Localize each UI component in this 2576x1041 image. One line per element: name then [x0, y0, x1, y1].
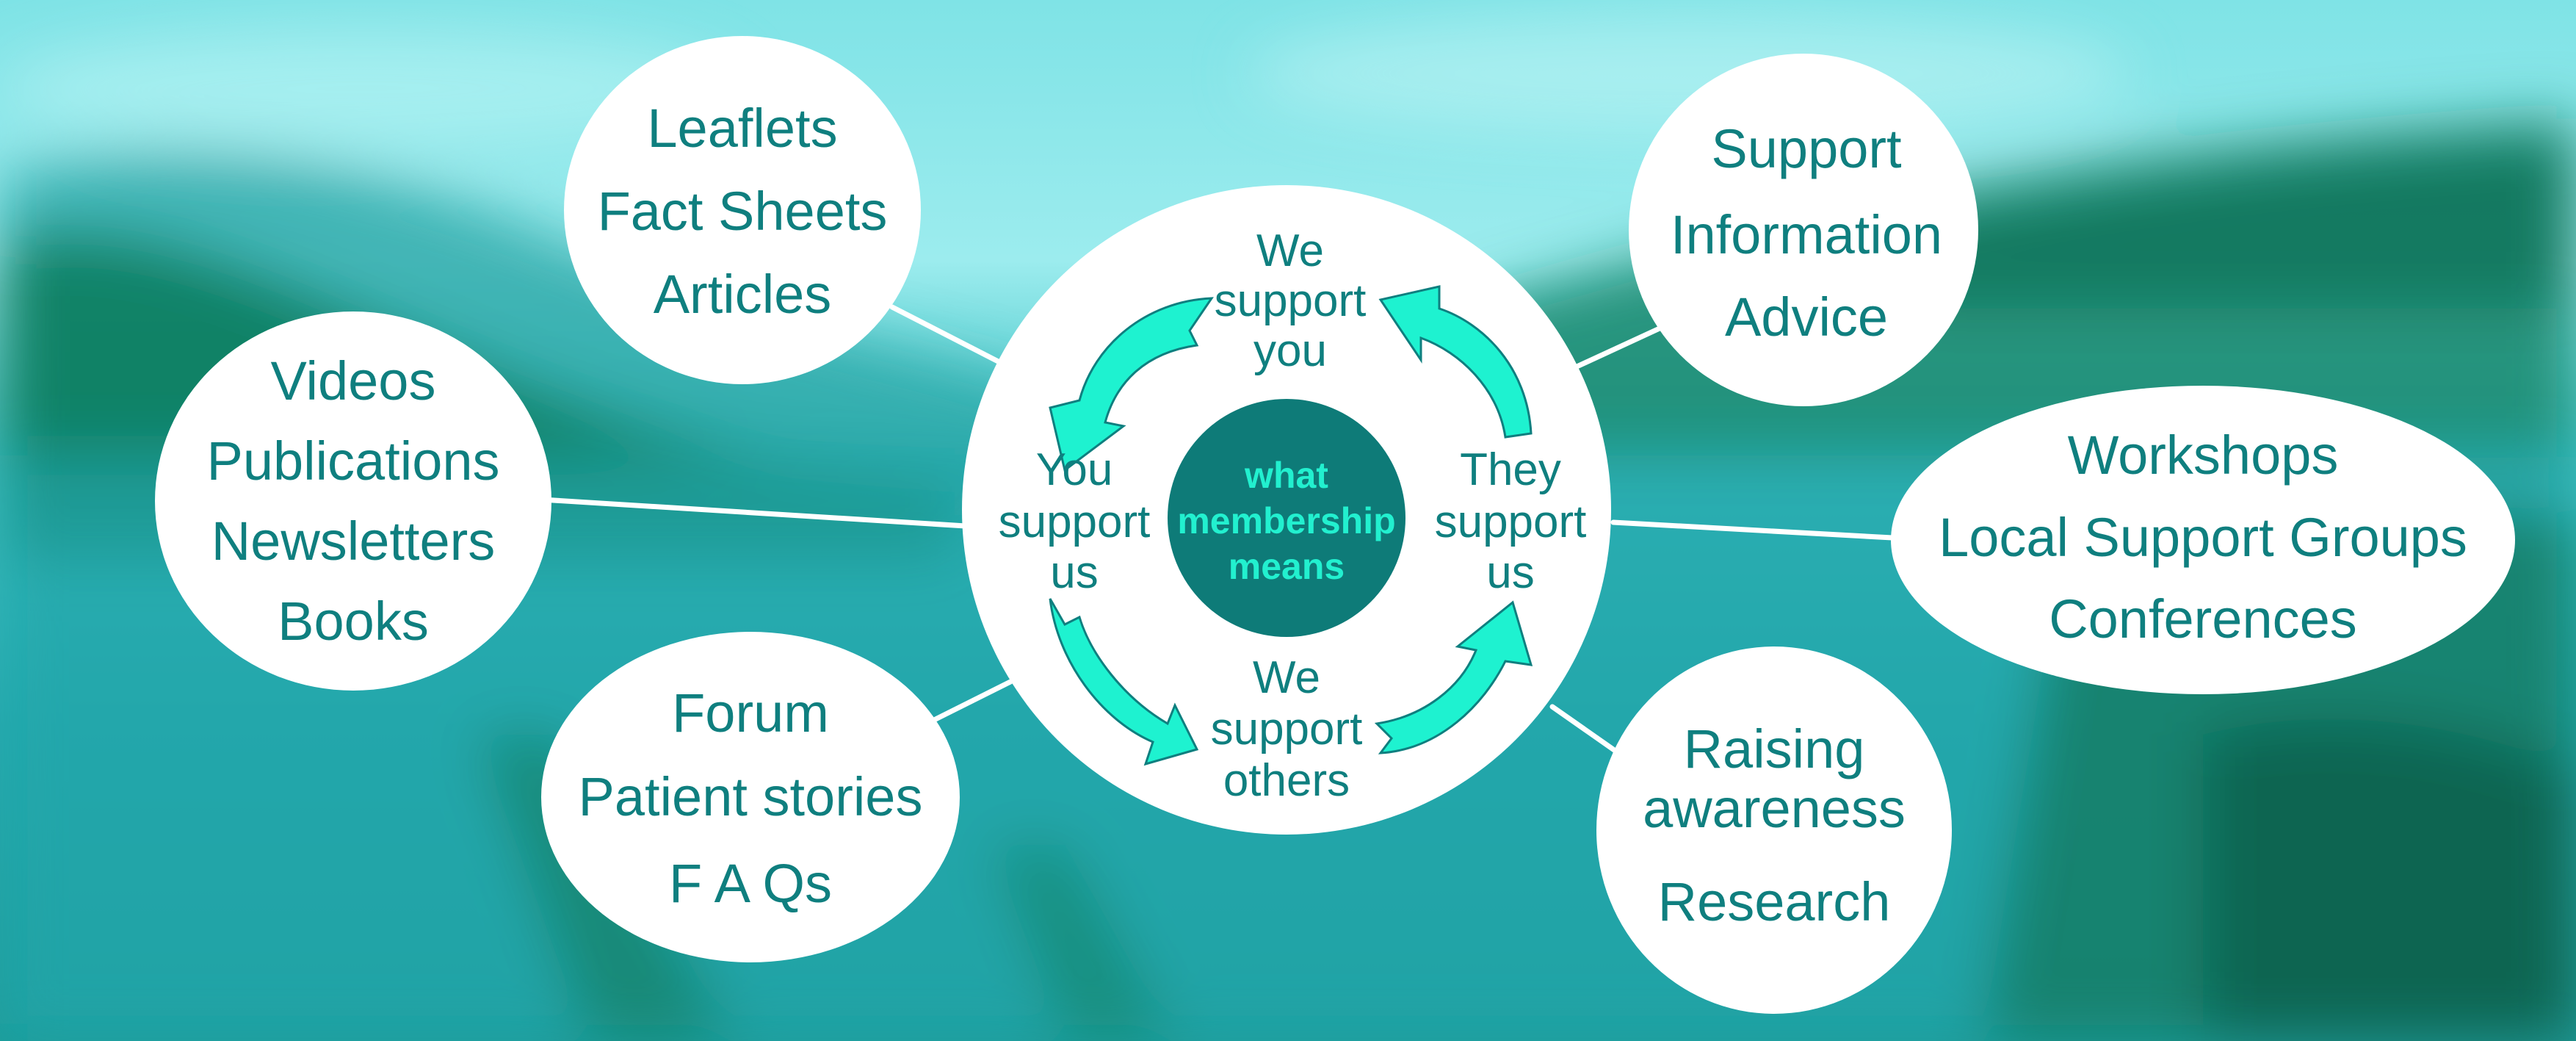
bubble-support-line-2: Information — [1671, 204, 1942, 265]
bubble-raising-line-2: awareness — [1643, 778, 1906, 839]
bubble-videos-line-2: Publications — [206, 431, 499, 491]
connector-forum — [925, 679, 1013, 726]
bubble-leaflets-line-2: Fact Sheets — [598, 181, 888, 242]
arrow-bottom-to-right-icon — [1374, 600, 1533, 754]
core-title-line-1: what — [1244, 455, 1328, 496]
cycle-top-line-2: support — [1215, 275, 1367, 326]
bubble-support: Support Information Advice — [1629, 54, 1978, 406]
arrow-top-to-left-icon — [1049, 297, 1214, 472]
arrow-left-to-bottom-icon — [1049, 598, 1199, 766]
connector-raising — [1549, 704, 1621, 756]
bubble-raising-line-3: Research — [1658, 871, 1891, 932]
bubble-workshops-line-1: Workshops — [2068, 425, 2339, 486]
bubble-forum-line-3: F A Qs — [669, 853, 832, 914]
bubble-workshops-line-3: Conferences — [2049, 588, 2357, 649]
bubble-videos-line-1: Videos — [271, 350, 436, 411]
cycle-right-line-2: support — [1435, 497, 1587, 547]
cycle-left-line-3: us — [1050, 547, 1098, 598]
connector-workshops — [1610, 519, 1895, 541]
cycle-right-line-3: us — [1486, 547, 1534, 598]
bubble-videos-line-4: Books — [278, 591, 429, 652]
core-title-line-2: membership — [1177, 500, 1395, 541]
bubble-raising-line-1: Raising — [1684, 718, 1865, 779]
connector-leaflets — [889, 304, 1008, 368]
cycle-left-line-2: support — [999, 497, 1151, 547]
bubble-videos: Videos Publications Newsletters Books — [155, 311, 551, 691]
cycle-top-line-1: We — [1256, 226, 1324, 276]
cycle-bottom-line-1: We — [1253, 652, 1320, 703]
bubble-forum-line-2: Patient stories — [579, 766, 923, 827]
cycle-bottom-line-2: support — [1211, 704, 1363, 754]
cycle-top-line-3: you — [1253, 325, 1327, 376]
bubble-support-line-1: Support — [1711, 118, 1902, 179]
connector-support — [1571, 325, 1663, 371]
core-circle — [1168, 399, 1405, 637]
bubble-leaflets: Leaflets Fact Sheets Articles — [564, 36, 921, 384]
bubble-workshops-line-2: Local Support Groups — [1939, 507, 2467, 568]
cycle-bottom-line-3: others — [1223, 755, 1350, 806]
bubble-workshops: Workshops Local Support Groups Conferenc… — [1891, 386, 2515, 694]
bubble-raising: Raising awareness Research — [1596, 646, 1952, 1014]
bubble-forum-line-1: Forum — [672, 682, 829, 743]
bubble-leaflets-line-1: Leaflets — [647, 98, 837, 159]
arrow-right-to-top-icon — [1378, 285, 1533, 439]
center-cycle: We support you You support us They suppo… — [962, 185, 1611, 835]
cycle-left-line-1: You — [1036, 444, 1113, 495]
cycle-right-line-1: They — [1460, 444, 1561, 495]
core-title-line-3: means — [1229, 546, 1345, 587]
connectors — [539, 304, 1895, 756]
bubble-forum: Forum Patient stories F A Qs — [541, 632, 960, 962]
bubble-videos-line-3: Newsletters — [211, 511, 496, 572]
bubble-support-line-3: Advice — [1725, 287, 1888, 347]
bubble-leaflets-line-3: Articles — [654, 264, 832, 325]
connector-videos — [539, 497, 969, 529]
